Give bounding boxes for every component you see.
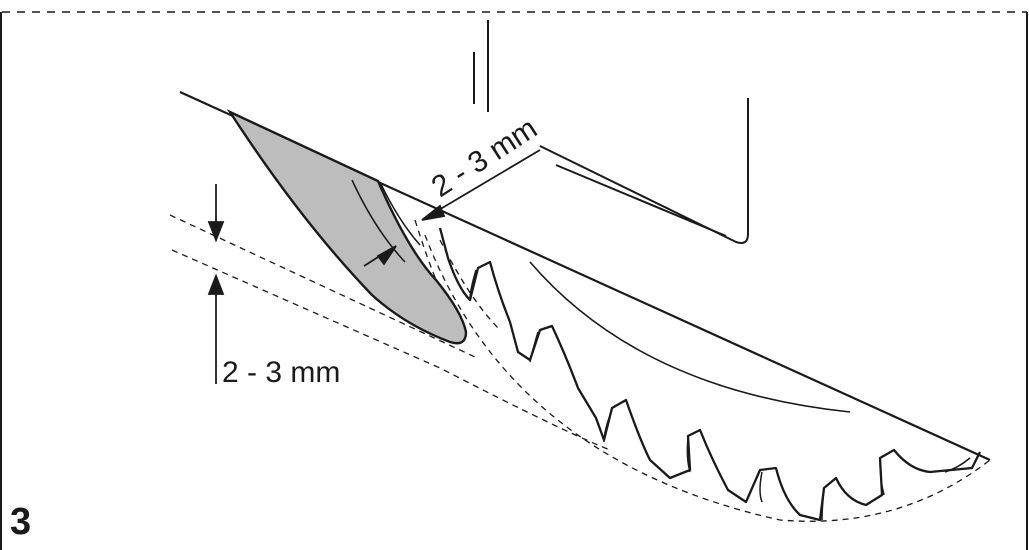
riving-knife (226, 109, 468, 345)
height-label: 2 - 3 mm (222, 356, 340, 389)
saw-blade-teeth (438, 227, 982, 522)
saw-blade-arc (529, 261, 851, 413)
riving-knife-edge (379, 181, 421, 246)
gap-dimension (363, 149, 541, 267)
blade-guard (473, 20, 749, 244)
height-dimension (207, 184, 225, 384)
figure-frame (0, 11, 1028, 550)
tooth-gullets (469, 269, 971, 521)
figure-number: 3 (10, 501, 31, 543)
riving-knife-inner-line (351, 179, 406, 263)
